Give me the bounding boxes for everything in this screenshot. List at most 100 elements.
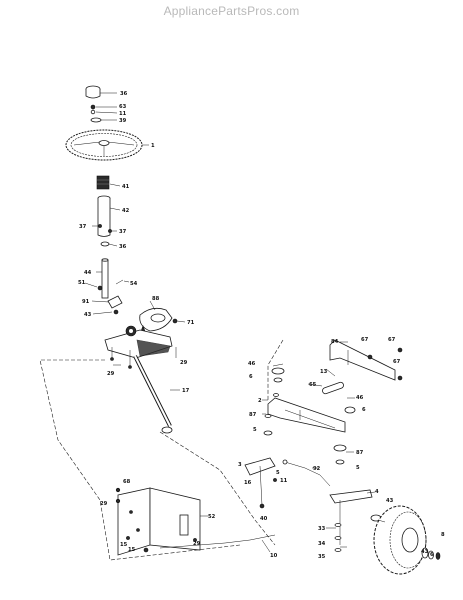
callout-34: 34 bbox=[318, 541, 326, 547]
steering-gear-pinion[interactable] bbox=[139, 307, 173, 335]
callout-10: 10 bbox=[270, 553, 278, 559]
callout-37: 37 bbox=[79, 224, 87, 230]
callout-40: 40 bbox=[260, 516, 268, 522]
washer[interactable] bbox=[334, 548, 342, 552]
callout-54: 54 bbox=[130, 281, 138, 287]
bolt[interactable] bbox=[115, 279, 124, 285]
washer[interactable] bbox=[421, 547, 429, 559]
washer[interactable] bbox=[264, 414, 272, 418]
washer[interactable] bbox=[335, 459, 345, 465]
callout-11: 11 bbox=[119, 111, 127, 117]
steering-bushing[interactable] bbox=[96, 175, 110, 190]
bolt[interactable] bbox=[397, 347, 403, 353]
nut[interactable] bbox=[193, 538, 197, 542]
callout-6: 6 bbox=[430, 552, 434, 558]
callout-52: 52 bbox=[208, 514, 216, 520]
callout-33: 33 bbox=[318, 526, 326, 532]
callout-13: 13 bbox=[320, 369, 328, 375]
nut[interactable] bbox=[100, 241, 110, 247]
bolt[interactable] bbox=[115, 487, 121, 493]
steering-cap[interactable] bbox=[85, 85, 101, 99]
callout-29: 29 bbox=[180, 360, 188, 366]
callout-87: 87 bbox=[356, 450, 364, 456]
callout-63: 63 bbox=[119, 104, 127, 110]
nut[interactable] bbox=[273, 478, 277, 482]
washer[interactable] bbox=[334, 523, 342, 527]
nut[interactable] bbox=[126, 536, 130, 540]
callout-6: 6 bbox=[362, 407, 366, 413]
tie-rod-lower[interactable] bbox=[159, 534, 276, 549]
nut[interactable] bbox=[143, 547, 149, 553]
callout-65: 65 bbox=[309, 382, 317, 388]
watermark-text: AppliancePartsPros.com bbox=[163, 4, 300, 18]
axle-bracket[interactable] bbox=[329, 339, 396, 381]
callout-15: 15 bbox=[120, 542, 128, 548]
callout-39: 39 bbox=[119, 118, 127, 124]
callout-3: 3 bbox=[238, 462, 242, 468]
bolt[interactable] bbox=[110, 357, 114, 361]
front-wheel[interactable] bbox=[373, 505, 427, 575]
drag-link[interactable] bbox=[133, 355, 173, 434]
nut[interactable] bbox=[97, 285, 103, 291]
front-axle[interactable] bbox=[267, 397, 346, 433]
callout-42: 42 bbox=[122, 208, 130, 214]
bushing[interactable] bbox=[263, 430, 273, 436]
bushing[interactable] bbox=[333, 444, 347, 452]
cap[interactable] bbox=[271, 367, 285, 375]
callout-8: 8 bbox=[441, 532, 445, 538]
callout-67: 67 bbox=[388, 337, 396, 343]
callout-5: 5 bbox=[276, 470, 280, 476]
washer[interactable] bbox=[428, 550, 434, 560]
callout-43: 43 bbox=[386, 498, 394, 504]
washer[interactable] bbox=[90, 109, 96, 115]
callout-5: 5 bbox=[253, 427, 257, 433]
callout-46: 46 bbox=[248, 361, 256, 367]
tie-rod[interactable] bbox=[282, 459, 331, 487]
reference-line bbox=[267, 339, 284, 400]
bolt[interactable] bbox=[397, 375, 403, 381]
callout-67: 67 bbox=[361, 337, 369, 343]
callout-67: 67 bbox=[393, 359, 401, 365]
callout-15: 15 bbox=[128, 547, 136, 553]
reference-line bbox=[39, 359, 241, 561]
callout-29: 29 bbox=[193, 541, 201, 547]
washer[interactable] bbox=[273, 393, 279, 397]
callout-43: 43 bbox=[84, 312, 92, 318]
callout-2: 2 bbox=[258, 398, 262, 404]
pivot-bar[interactable] bbox=[322, 381, 345, 395]
callout-4: 4 bbox=[375, 489, 379, 495]
callout-43: 43 bbox=[421, 549, 429, 555]
nut[interactable] bbox=[172, 318, 178, 324]
washer[interactable] bbox=[334, 536, 342, 540]
bracket[interactable] bbox=[107, 295, 123, 309]
callout-87: 87 bbox=[249, 412, 257, 418]
cap[interactable] bbox=[344, 406, 356, 414]
steering-adapter[interactable] bbox=[90, 117, 102, 123]
retainer-clip[interactable] bbox=[435, 552, 441, 560]
spindle-left[interactable] bbox=[244, 457, 276, 509]
nut[interactable] bbox=[113, 309, 119, 315]
steering-shaft-lower[interactable] bbox=[101, 258, 109, 299]
bolt[interactable] bbox=[115, 498, 121, 504]
callout-11: 11 bbox=[280, 478, 288, 484]
callout-91: 91 bbox=[82, 299, 90, 305]
retainer-clip[interactable] bbox=[90, 104, 96, 110]
sector-gear[interactable] bbox=[104, 325, 173, 366]
callout-36: 36 bbox=[119, 244, 127, 250]
callout-16: 16 bbox=[244, 480, 252, 486]
callout-68: 68 bbox=[123, 479, 131, 485]
callout-37: 37 bbox=[119, 229, 127, 235]
callout-51: 51 bbox=[78, 280, 86, 286]
callout-88: 88 bbox=[152, 296, 160, 302]
frame-bracket[interactable] bbox=[117, 487, 201, 556]
bolt[interactable] bbox=[367, 354, 373, 360]
bolt[interactable] bbox=[128, 365, 132, 369]
washer[interactable] bbox=[273, 377, 283, 383]
callout-17: 17 bbox=[182, 388, 190, 394]
callout-35: 35 bbox=[318, 554, 326, 560]
callout-29: 29 bbox=[107, 371, 115, 377]
callout-labels: 36 63 11 39 1 41 42 37 37 36 44 54 51 91… bbox=[78, 91, 445, 560]
callout-29: 29 bbox=[100, 501, 108, 507]
steering-wheel[interactable] bbox=[65, 129, 143, 161]
